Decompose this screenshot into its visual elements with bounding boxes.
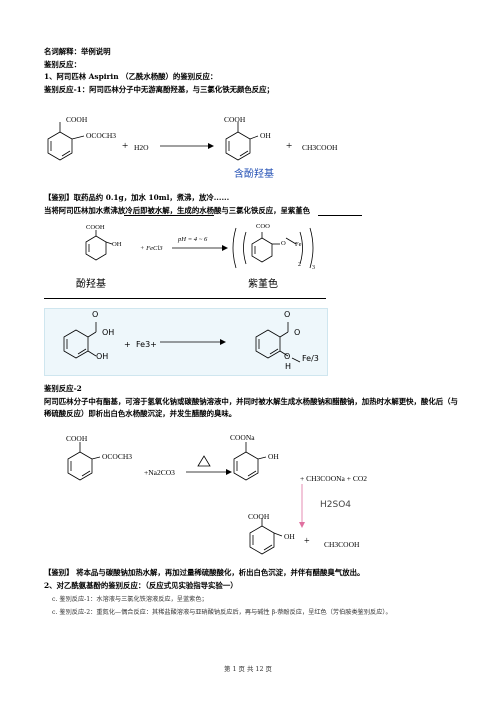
r2-caption-right: 紫堇色 <box>248 279 278 290</box>
r4-ococh3: OCOCH3 <box>102 452 133 461</box>
identify-2-title: 鉴别反应-2 <box>44 384 82 393</box>
r1-ococh3: OCOCH3 <box>86 131 117 140</box>
r2-condition: pH = 4 ~ 6 <box>178 236 208 243</box>
r3-fe3: Fe3+ <box>136 340 157 349</box>
header-line-2: 鉴别反应： <box>44 60 81 69</box>
r3-h: H <box>285 362 292 371</box>
reaction-1-structures <box>47 122 259 161</box>
divider-rule <box>44 298 326 299</box>
r1-caption-phenol: 含酚羟基 <box>234 169 274 180</box>
header-line-4: 鉴别反应-1：阿司匹林分子中无游离酚羟基，与三氯化铁无颜色反应； <box>44 85 274 94</box>
r2-reagent: + FeCl3 <box>140 245 163 252</box>
header-line-1: 名词解释：举例说明 <box>44 47 111 56</box>
underline-violet <box>318 215 362 216</box>
reaction-4-structures <box>67 442 305 555</box>
r1-acetic-acid: CH3COOH <box>302 143 338 152</box>
r4-reagent: +Na2CO3 <box>144 468 175 477</box>
r3-fe-over-3: Fe/3 <box>302 354 319 363</box>
r4-plus: + <box>304 536 310 547</box>
r4-oh: OH <box>268 452 279 461</box>
r4-products: + CH3COONa + CO2 <box>300 474 368 483</box>
r3-plus: + <box>124 340 131 349</box>
r2-fe: Fe <box>295 241 302 248</box>
identify-1-line-1: 【鉴别】取药品约 0.1g，加水 10ml，煮沸，放冷...... <box>44 193 230 202</box>
identify-3-line-2: 2、对乙酰氨基酚的鉴别反应：（反应式见实验指导实验一） <box>44 581 238 590</box>
reaction-2-structures <box>85 227 314 269</box>
r2-cooh: COOH <box>86 224 105 231</box>
r4-cooh: COOH <box>66 434 88 443</box>
r4-cooh-product: COOH <box>248 512 270 521</box>
r3-o-top-product: O <box>284 310 291 319</box>
r3-oh-acid: OH <box>102 328 115 337</box>
r3-o-top: O <box>92 310 99 319</box>
identify-2-body: 阿司匹林分子中有酯基，可溶于氢氧化钠或碳酸钠溶液中，并同时被水解生成水杨酸钠和醋… <box>44 397 458 418</box>
r2-coo: COO <box>256 223 270 230</box>
r4-oh-product: OH <box>284 532 295 541</box>
r1-plus-1: + <box>122 140 129 152</box>
underline-boil <box>124 215 214 216</box>
r4-acetic-acid: CH3COOH <box>324 540 360 549</box>
r4-acid: H2SO4 <box>320 500 352 510</box>
identify-3-item-1: c. 鉴别反应-1：水溶液与三氯化铁溶液反应，呈蓝紫色； <box>52 596 208 603</box>
r1-cooh: COOH <box>66 115 88 124</box>
header-line-3: 1、阿司匹林 Aspirin （乙酰水杨酸）的鉴别反应： <box>44 72 218 81</box>
r2-o: O <box>281 240 286 247</box>
r1-water: H2O <box>134 143 149 152</box>
r4-coona: COONa <box>230 433 255 442</box>
r1-oh: OH <box>260 131 271 140</box>
identify-3-line-1: 【鉴别】 将本品与碳酸钠加热水解，再加过量稀硫酸酸化，析出白色沉淀，并伴有醋酸臭… <box>44 568 365 577</box>
r2-caption-left: 酚羟基 <box>76 279 106 290</box>
identify-3-item-2: c. 鉴别反应-2：重氮化—偶合反应：其稀盐酸溶液与亚硝酸钠反应后，再与碱性 β… <box>52 609 392 616</box>
r2-subscript-3: 3 <box>312 265 315 271</box>
r2-oh: OH <box>112 241 122 248</box>
r3-o-phenolate: O <box>284 352 291 361</box>
reaction-3-structures <box>63 322 301 363</box>
identify-1-line-2: 当将阿司匹林加水煮沸放冷后即被水解，生成的水杨酸与三氯化铁反应，呈紫堇色 <box>44 206 311 215</box>
page-footer: 第 1 页 共 12 页 <box>224 665 272 673</box>
r2-subscript-2: 2 <box>298 262 301 268</box>
r3-o-product: O <box>294 328 301 337</box>
r1-plus-2: + <box>286 140 293 152</box>
r1-cooh-product: COOH <box>224 115 246 124</box>
r3-oh-phenol: OH <box>96 352 109 361</box>
